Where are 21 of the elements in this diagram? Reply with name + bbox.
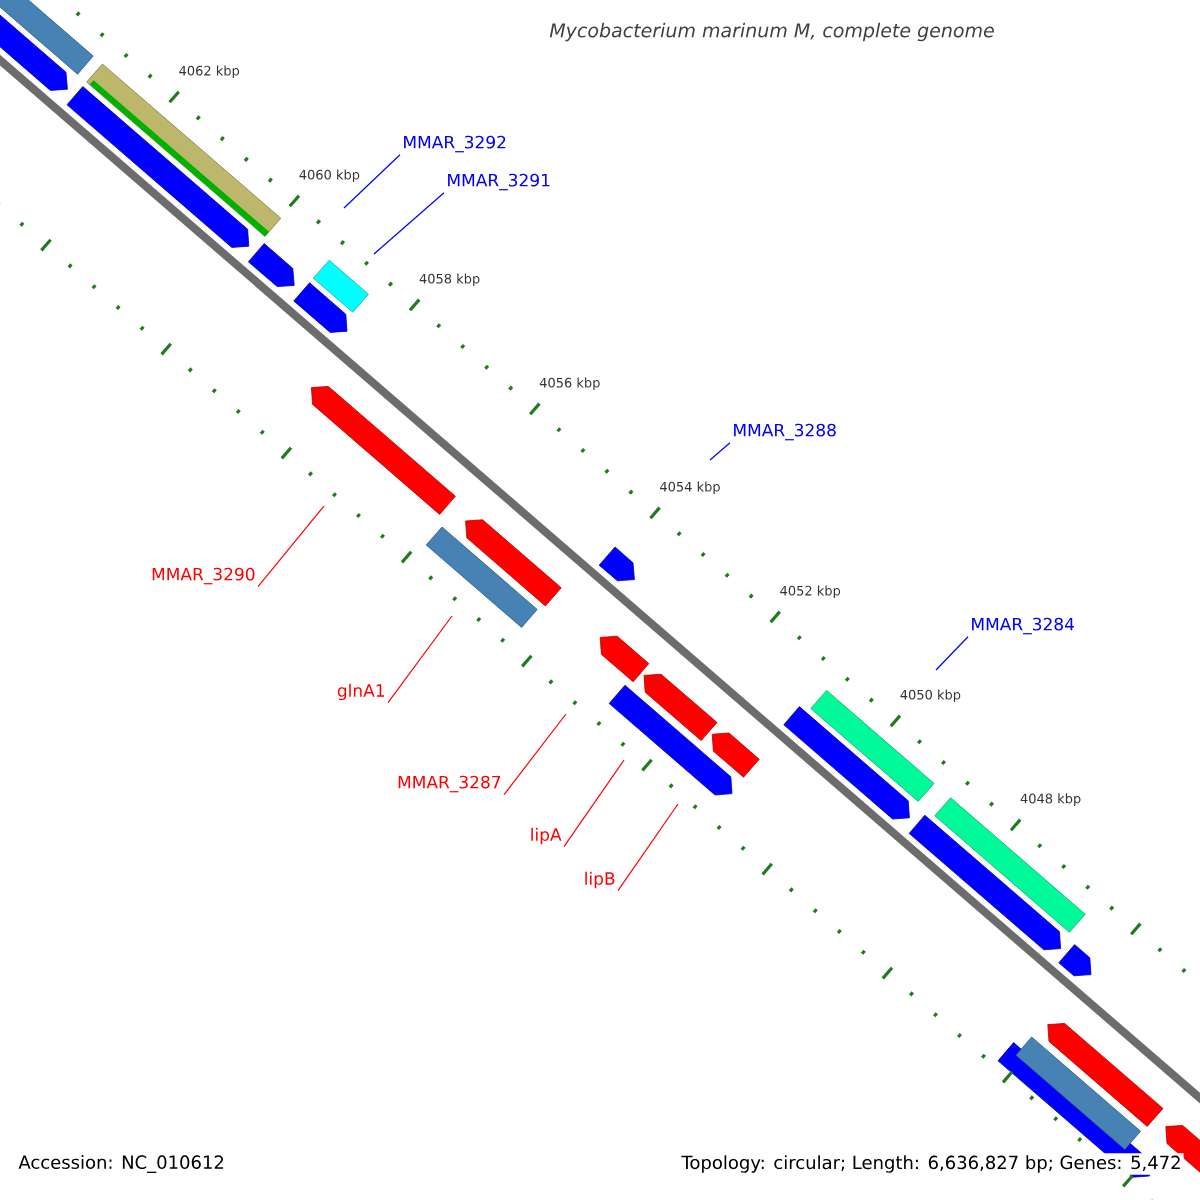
gene-label: MMAR_3292 — [404, 135, 506, 153]
leader-line — [617, 803, 679, 892]
gene-label: MMAR_3287 — [398, 775, 501, 793]
gene-label: MMAR_3284 — [972, 617, 1074, 635]
title: Mycobacterium marinum M, complete genome — [549, 22, 994, 42]
leader-line — [503, 713, 567, 796]
gene-label: glnA1 — [337, 683, 385, 701]
leader-line — [387, 615, 453, 704]
gene-label: MMAR_3290 — [152, 567, 255, 585]
leader-line — [935, 636, 969, 671]
accession-text: Accession: NC_010612 — [18, 1155, 224, 1173]
leader-line — [343, 154, 401, 209]
leader-line — [709, 442, 731, 461]
gene-label: lipA — [531, 827, 562, 845]
leader-line — [257, 505, 325, 588]
gene-label: lipB — [585, 871, 615, 889]
genome-info-text: Topology: circular; Length: 6,636,827 bp; Genes: 5,472 — [679, 1153, 1184, 1175]
gene-label: MMAR_3288 — [734, 423, 836, 441]
leader-line — [373, 192, 445, 255]
gene-label: MMAR_3291 — [448, 173, 550, 191]
leader-line — [563, 759, 625, 848]
